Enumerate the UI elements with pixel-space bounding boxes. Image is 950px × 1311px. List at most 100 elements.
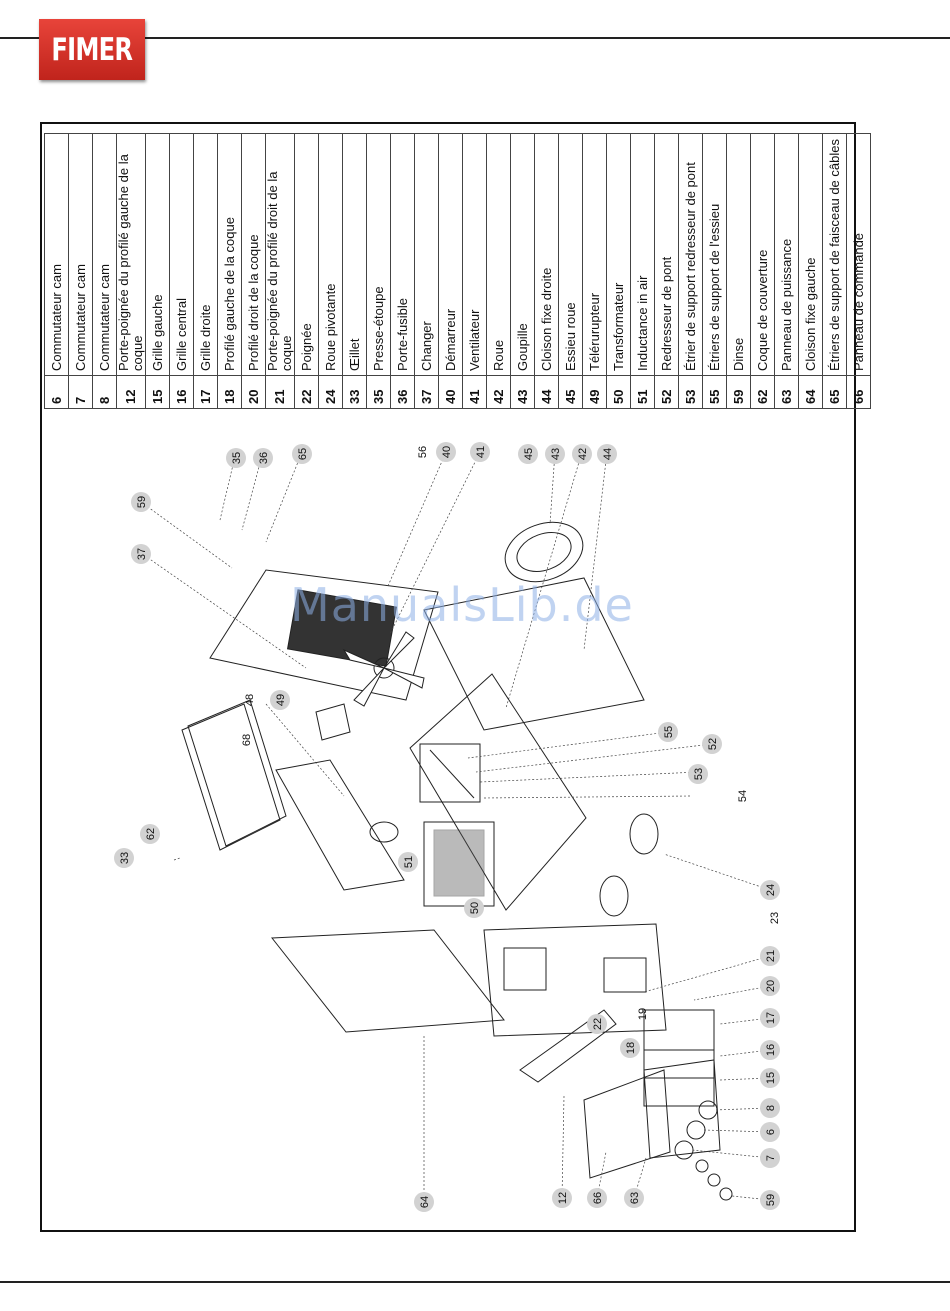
- callout-number: 45: [523, 448, 535, 460]
- callout-number: 18: [625, 1042, 637, 1054]
- callout-label: 23: [769, 912, 781, 924]
- left-fixed-wall: [271, 929, 505, 1033]
- callout-number: 50: [469, 902, 481, 914]
- callout-number: 19: [637, 1008, 649, 1020]
- transformer: [423, 821, 495, 907]
- part-description: Porte-poignée du profilé droit de la coq…: [265, 133, 295, 376]
- part-description: Cloison fixe gauche: [798, 133, 823, 376]
- rectifier: [419, 743, 481, 803]
- part-number: 53: [678, 375, 703, 409]
- logo-text: FIMER: [51, 31, 134, 68]
- fan: [342, 631, 425, 707]
- part-description: Télérurupteur: [582, 133, 607, 376]
- part-description: Ventilateur: [462, 133, 487, 376]
- part-number: 59: [726, 375, 751, 409]
- callout-number: 36: [258, 452, 270, 464]
- callout-number: 41: [475, 446, 487, 458]
- callout-label: 48: [244, 694, 256, 706]
- callout-number: 16: [765, 1044, 777, 1056]
- callout-bubble: 43: [545, 444, 565, 464]
- callout-number: 12: [557, 1192, 569, 1204]
- callout-number: 20: [765, 980, 777, 992]
- callout-bubble: 6: [760, 1122, 780, 1142]
- contactor: [315, 703, 351, 741]
- grille-left: [643, 1077, 715, 1107]
- callout-bubble: 17: [760, 1008, 780, 1028]
- callout-label: 68: [241, 734, 253, 746]
- part-number: 21: [265, 375, 295, 409]
- watermark: ManualsLib.de: [290, 578, 634, 632]
- callout-bubble: 24: [760, 880, 780, 900]
- callout-number: 23: [769, 912, 781, 924]
- part-description: Inductance in air: [630, 133, 655, 376]
- callout-bubble: 7: [760, 1148, 780, 1168]
- part-description: Essieu roue: [558, 133, 583, 376]
- part-number: 22: [294, 375, 319, 409]
- callout-number: 33: [119, 852, 131, 864]
- callout-number: 21: [765, 950, 777, 962]
- callout-number: 53: [693, 768, 705, 780]
- part-number: 49: [582, 375, 607, 409]
- part-description: Dinse: [726, 133, 751, 376]
- part-description: Cloison fixe droite: [534, 133, 559, 376]
- callout-bubble: 62: [140, 824, 160, 844]
- callout-number: 17: [765, 1012, 777, 1024]
- part-description: Profilé droit de la coque: [241, 133, 266, 376]
- callout-bubble: 37: [131, 544, 151, 564]
- heatsink: [286, 589, 398, 667]
- callout-number: 15: [765, 1072, 777, 1084]
- callout-bubble: 52: [702, 734, 722, 754]
- part-number: 17: [193, 375, 218, 409]
- callout-bubble: 20: [760, 976, 780, 996]
- header-rule: [0, 37, 950, 39]
- part-description: Commutateur cam: [92, 133, 117, 376]
- callout-bubble: 59: [131, 492, 151, 512]
- part-number: 33: [342, 375, 367, 409]
- callout-number: 64: [419, 1196, 431, 1208]
- part-number: 37: [414, 375, 439, 409]
- power-panel-front: [643, 1059, 721, 1159]
- part-number: 40: [438, 375, 463, 409]
- part-description: Grille central: [169, 133, 194, 376]
- callout-bubble: 66: [587, 1188, 607, 1208]
- wheel-right: [504, 521, 584, 583]
- callout-bubble: 65: [292, 444, 312, 464]
- part-number: 65: [822, 375, 847, 409]
- part-description: Commutateur cam: [44, 133, 69, 376]
- callout-bubble: 8: [760, 1098, 780, 1118]
- part-number: 41: [462, 375, 487, 409]
- part-number: 55: [702, 375, 727, 409]
- part-number: 36: [390, 375, 415, 409]
- part-number: 42: [486, 375, 511, 409]
- callout-bubble: 18: [620, 1038, 640, 1058]
- part-number: 12: [116, 375, 146, 409]
- callout-bubble: 51: [398, 852, 418, 872]
- part-description: Panneau de puissance: [774, 133, 799, 376]
- part-description: Étriers de support de faisceau de câbles: [822, 133, 847, 376]
- power-board: [275, 759, 405, 891]
- callout-number: 55: [663, 726, 675, 738]
- part-number: 20: [241, 375, 266, 409]
- part-number: 6: [44, 375, 69, 409]
- callout-label: 56: [417, 446, 429, 458]
- callout-bubble: 16: [760, 1040, 780, 1060]
- part-number: 51: [630, 375, 655, 409]
